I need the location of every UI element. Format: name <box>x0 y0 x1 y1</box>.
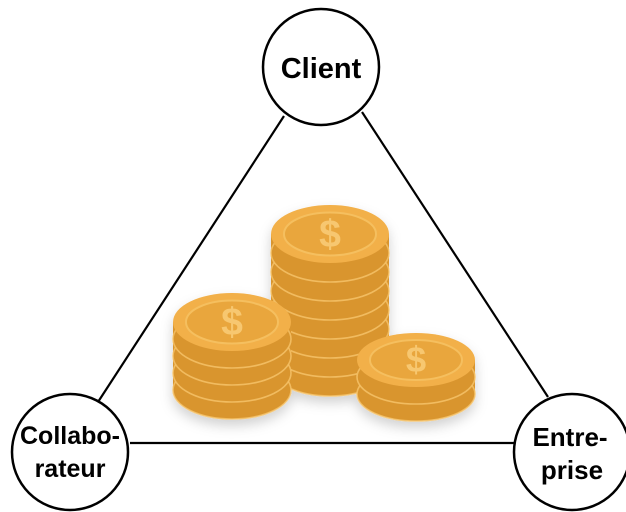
node-entreprise-label-line2: prise <box>541 455 603 485</box>
coin-stack-tall: $ <box>270 205 390 397</box>
coin-stack-left: $ <box>172 293 292 420</box>
node-collaborateur: Collabo- rateur <box>10 392 130 512</box>
node-collaborateur-label-line2: rateur <box>35 455 106 483</box>
edge-client-collaborateur <box>97 115 285 403</box>
coin-stack-right: $ <box>356 333 476 422</box>
node-entreprise: Entre- prise <box>512 392 626 512</box>
coin-stack-right-symbol: $ <box>406 339 426 380</box>
coin-stack-tall-symbol: $ <box>319 213 341 256</box>
node-entreprise-label-line1: Entre- <box>532 422 607 452</box>
node-client-label: Client <box>281 53 362 85</box>
coin-stacks-icon: $ $ $ <box>172 205 476 422</box>
edge-client-entreprise <box>361 111 549 398</box>
node-client: Client <box>261 7 381 127</box>
node-collaborateur-label-line1: Collabo- <box>20 422 120 450</box>
coin-stack-left-symbol: $ <box>221 301 243 344</box>
